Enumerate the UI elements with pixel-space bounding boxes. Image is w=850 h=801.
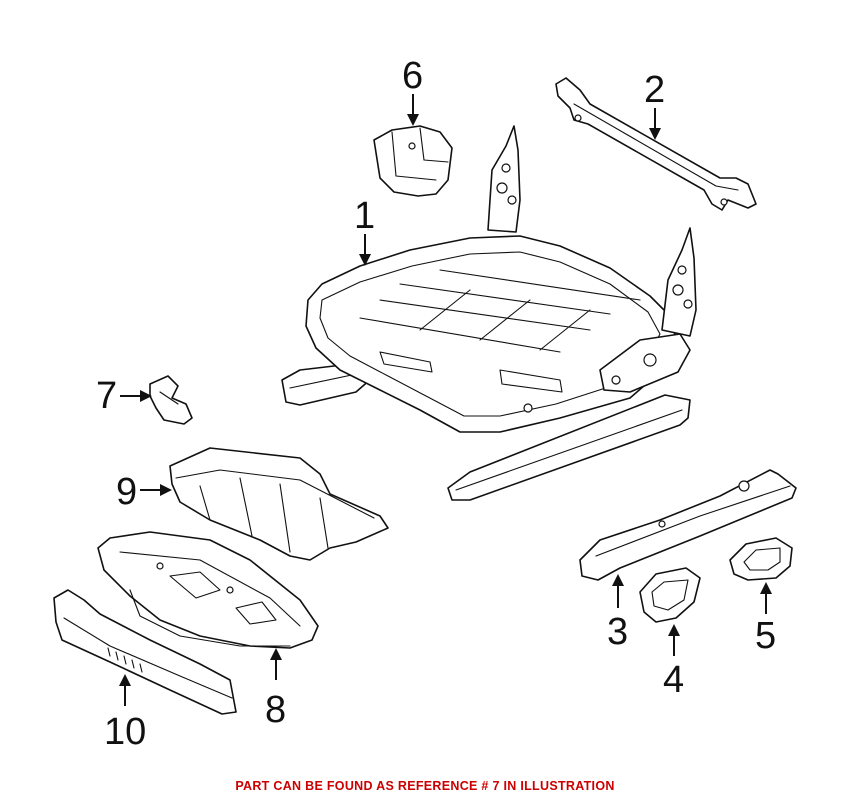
callout-6: 6	[402, 55, 423, 126]
callout-3-arrowhead	[612, 574, 624, 586]
part-side-trim-rail[interactable]	[579, 469, 797, 581]
callout-9-arrowhead	[160, 484, 172, 496]
callout-1-number: 1	[354, 195, 375, 237]
callout-6-arrowhead	[407, 114, 419, 126]
part-front-trim[interactable]	[53, 589, 237, 715]
part-cap-right[interactable]	[729, 537, 793, 581]
part-insulator-pad[interactable]	[169, 447, 389, 561]
callout-10-number: 10	[104, 711, 146, 753]
callout-4: 4	[663, 624, 684, 701]
part-rail-bracket[interactable]	[555, 77, 757, 211]
callout-10: 10	[104, 674, 146, 753]
part-cap-left[interactable]	[639, 567, 701, 623]
callout-4-number: 4	[663, 659, 684, 701]
callout-8: 8	[265, 648, 286, 731]
part-seat-pan[interactable]	[97, 531, 319, 649]
callout-9: 9	[116, 471, 172, 513]
callout-2: 2	[644, 69, 665, 140]
reference-note: PART CAN BE FOUND AS REFERENCE # 7 IN IL…	[235, 779, 615, 793]
part-corner-bracket[interactable]	[373, 125, 453, 197]
callout-9-number: 9	[116, 471, 137, 513]
callout-3-number: 3	[607, 611, 628, 653]
callout-10-arrowhead	[119, 674, 131, 686]
callout-2-arrowhead	[649, 128, 661, 140]
part-seat-frame[interactable]	[281, 125, 697, 501]
callout-6-number: 6	[402, 55, 423, 97]
callout-8-number: 8	[265, 689, 286, 731]
callout-7-arrowhead	[140, 390, 152, 402]
callout-4-arrowhead	[668, 624, 680, 636]
callout-8-arrowhead	[270, 648, 282, 660]
callout-5-arrowhead	[760, 582, 772, 594]
callout-5-number: 5	[755, 615, 776, 657]
callout-3: 3	[607, 574, 628, 653]
callout-2-number: 2	[644, 69, 665, 111]
part-clip[interactable]	[149, 375, 193, 425]
callout-5: 5	[755, 582, 776, 657]
callout-1: 1	[354, 195, 375, 266]
callout-1-arrowhead	[359, 254, 371, 266]
callout-7-number: 7	[96, 375, 117, 417]
callout-7: 7	[96, 375, 152, 417]
